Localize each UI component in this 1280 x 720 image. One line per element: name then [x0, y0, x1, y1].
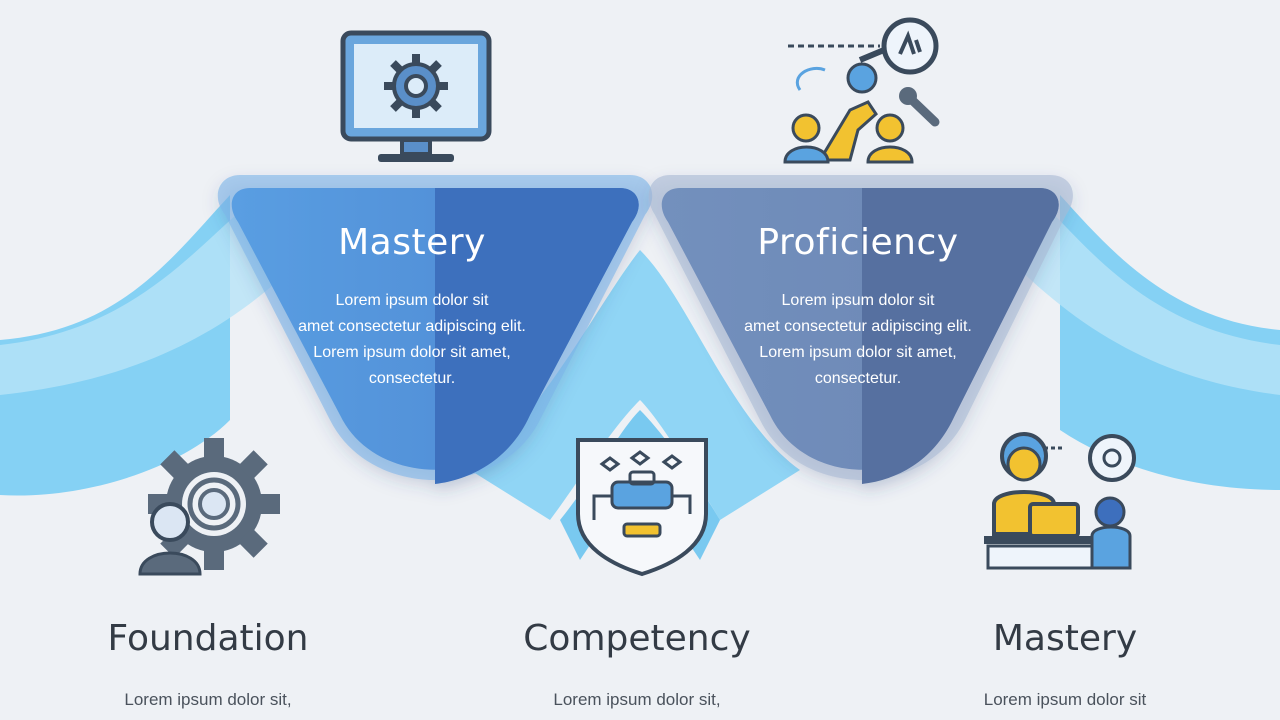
stage-title-mastery: Mastery: [992, 618, 1138, 659]
description-line: amet consectetur adipiscing elit.: [298, 318, 526, 335]
stage-title-foundation: Foundation: [107, 618, 309, 659]
badge-network-icon: [576, 438, 708, 577]
description-line: Lorem ipsum dolor sit: [781, 292, 935, 309]
shield-mastery: [217, 175, 653, 484]
background-wave: [470, 250, 800, 520]
person-laptop-icon: [984, 432, 1136, 570]
description-line: consectetur.: [814, 370, 902, 387]
monitor-gear-icon: [340, 30, 492, 162]
stage-description: Lorem ipsum dolor sit,: [124, 690, 292, 709]
shield-proficiency: [648, 175, 1073, 484]
shield-title: Proficiency: [757, 222, 959, 263]
description-line: Lorem ipsum dolor sit amet,: [313, 344, 511, 361]
description-line: Lorem ipsum dolor sit: [335, 292, 489, 309]
shield-description: Lorem ipsum dolor sit amet consectetur a…: [292, 288, 532, 392]
person-gear-icon: [138, 438, 280, 576]
description-line: amet consectetur adipiscing elit.: [744, 318, 972, 335]
shield-description: Lorem ipsum dolor sit amet consectetur a…: [738, 288, 978, 392]
stage-title-competency: Competency: [523, 618, 751, 659]
background-wave: [1000, 200, 1280, 395]
description-line: Lorem ipsum dolor sit amet,: [759, 344, 957, 361]
stage-description: Lorem ipsum dolor sit,: [553, 690, 721, 709]
description-line: consectetur.: [368, 370, 456, 387]
team-search-icon: [783, 17, 940, 164]
shield-title: Mastery: [338, 222, 486, 263]
background-wave: [0, 195, 300, 395]
stage-description: Lorem ipsum dolor sit: [983, 690, 1147, 709]
